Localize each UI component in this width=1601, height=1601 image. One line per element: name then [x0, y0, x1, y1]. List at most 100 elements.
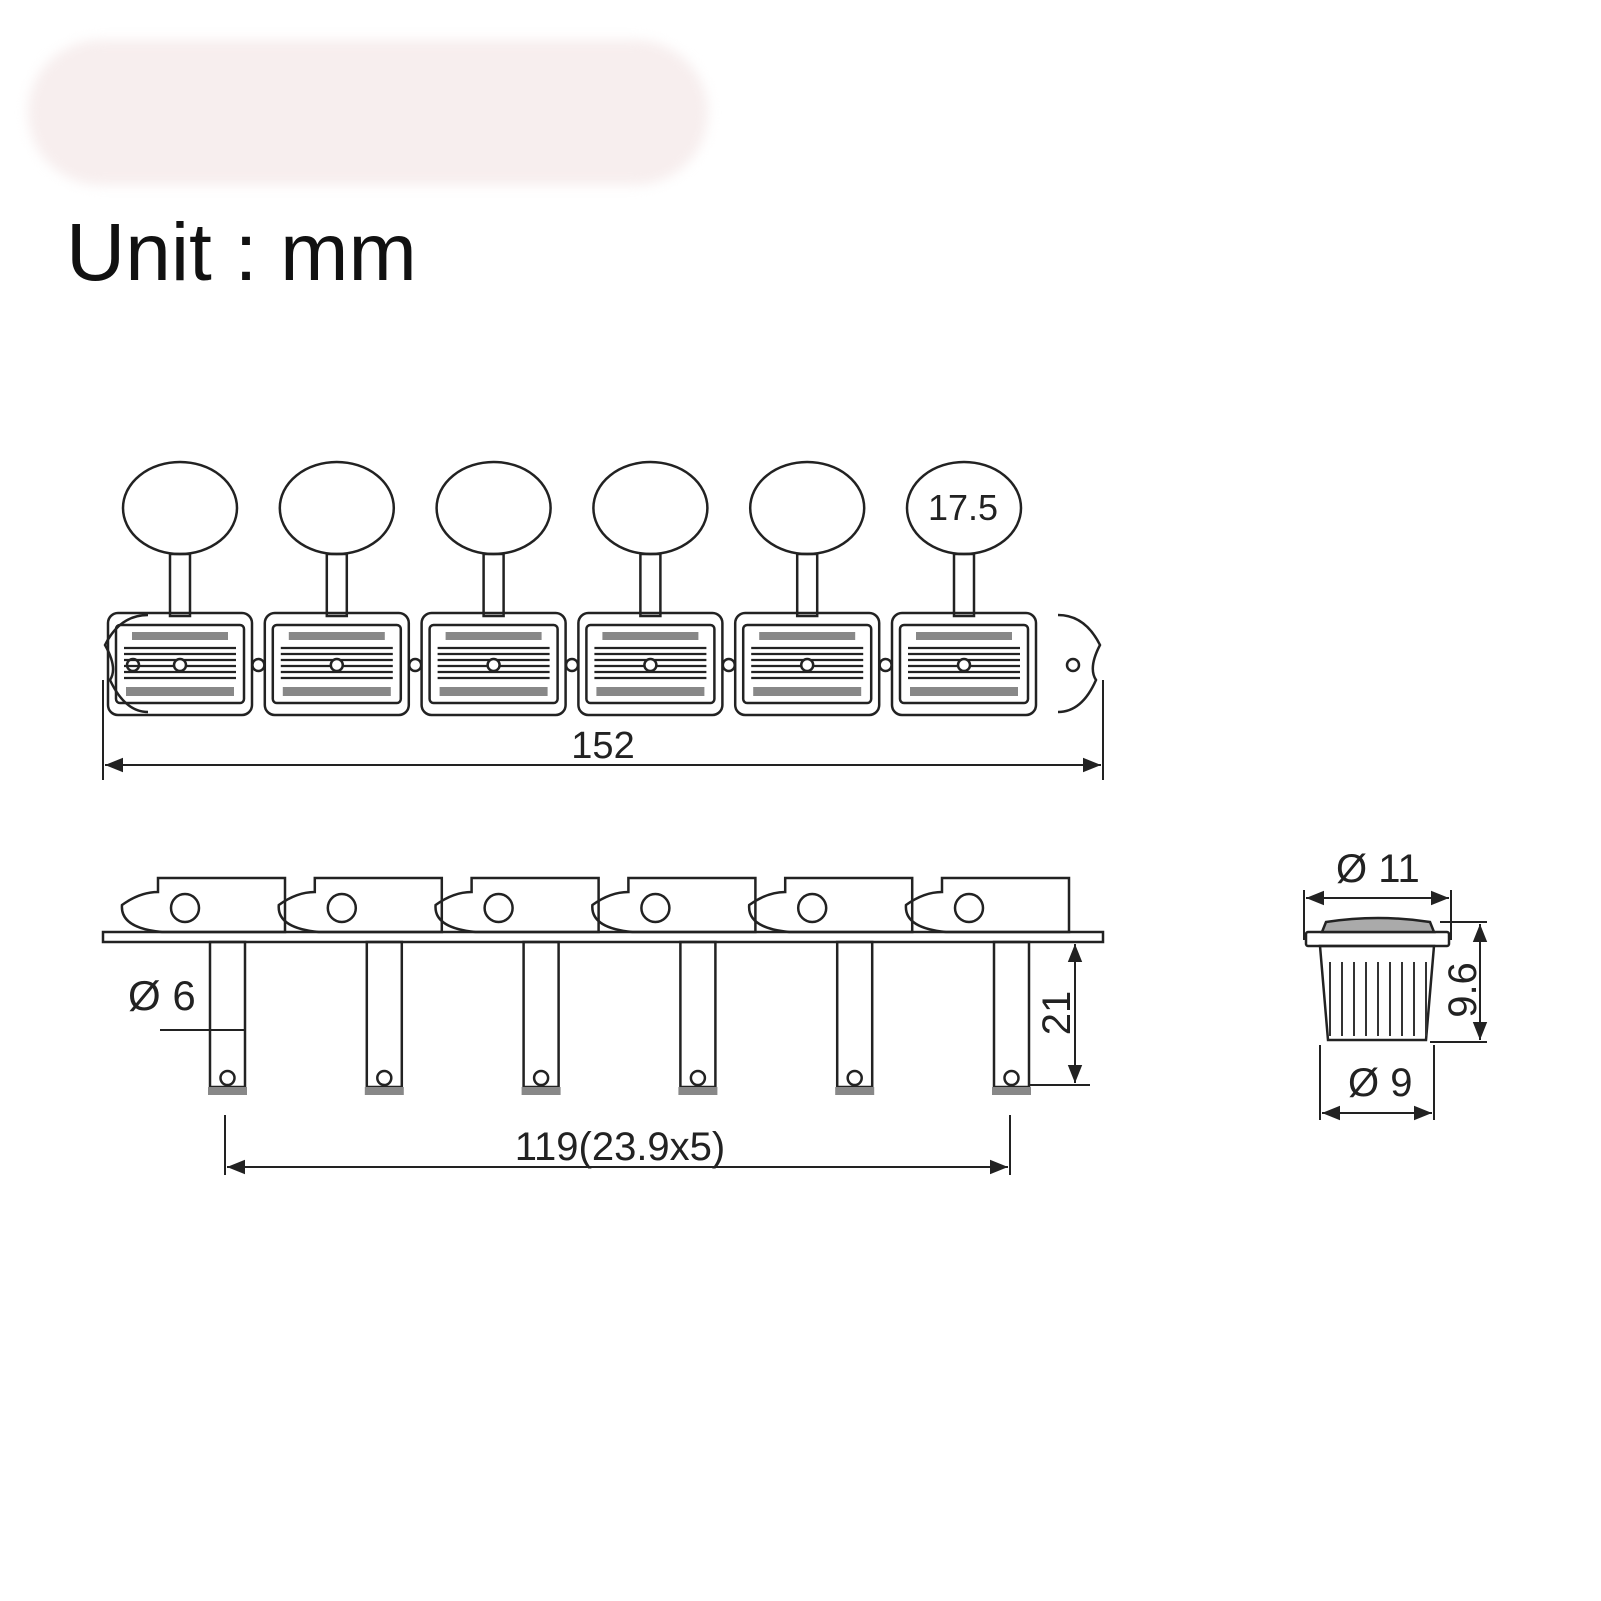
tuner-side	[277, 876, 444, 1095]
tuner-shaft	[482, 552, 505, 618]
post-tip	[208, 1087, 247, 1095]
tuner-plate	[898, 623, 1030, 705]
overall-width-label: 152	[571, 725, 634, 767]
tuner-post	[208, 940, 247, 1089]
tuner-plate	[585, 623, 716, 705]
bushing-height-label: 9.6	[1441, 962, 1485, 1018]
post-string-hole	[846, 1069, 863, 1087]
tuner-post	[992, 940, 1031, 1089]
tuner-button	[278, 460, 396, 556]
plate-engraving	[602, 632, 699, 640]
tuner-shaft	[952, 552, 976, 618]
tuner-side	[904, 876, 1071, 1095]
tuner-button	[121, 460, 239, 556]
bushing-flange-label: Ø 11	[1336, 847, 1420, 891]
plate-engraving	[288, 632, 385, 640]
tuner-gear-housing	[277, 876, 444, 934]
plate-engraving	[126, 687, 234, 696]
post-string-hole	[532, 1069, 550, 1087]
tuner-gear-housing	[434, 876, 600, 934]
post-spacing-label: 119(23.9x5)	[515, 1125, 726, 1169]
side-view	[101, 876, 1105, 1095]
plate-screw	[643, 657, 658, 673]
mounting-hole	[1065, 657, 1081, 673]
plate-engraving	[445, 632, 542, 640]
gear-screw	[796, 892, 828, 924]
plate-engraving	[753, 687, 862, 696]
blurred-watermark-banner	[28, 40, 708, 185]
right-end-tab	[1057, 613, 1102, 714]
tuner-shaft	[639, 552, 662, 618]
post-string-hole	[1003, 1069, 1020, 1087]
plate-screw	[172, 657, 188, 673]
tuner-shaft	[168, 552, 192, 618]
tuner-post	[679, 940, 717, 1089]
post-tip	[835, 1087, 875, 1095]
tuner-shaft	[325, 552, 349, 618]
plate-screw	[956, 657, 972, 673]
plate-engraving	[132, 632, 228, 640]
plate-screw	[486, 657, 501, 673]
plate-engraving	[282, 687, 391, 696]
plate-engraving	[596, 687, 705, 696]
tuner-shaft	[795, 552, 819, 618]
post-tip	[678, 1087, 718, 1095]
post-diameter-dimension	[160, 1025, 246, 1075]
tuner-post	[835, 940, 874, 1089]
unit-title: Unit : mm	[66, 207, 417, 298]
gear-screw	[483, 892, 514, 924]
tuner-plate	[271, 623, 403, 705]
tuner-button	[592, 460, 709, 556]
tuner-plate	[428, 623, 559, 705]
mounting-hole	[251, 657, 266, 673]
plate-engraving	[916, 632, 1012, 640]
button-size-label: 17.5	[928, 487, 998, 528]
post-diameter-label: Ø 6	[128, 972, 196, 1019]
mounting-hole	[407, 657, 423, 673]
tuner-side	[747, 876, 914, 1095]
tuner-front	[407, 460, 567, 717]
tuner-side	[120, 876, 287, 1095]
tuner-button	[748, 460, 866, 556]
plate-engraving	[759, 632, 856, 640]
post-string-hole	[689, 1069, 707, 1087]
post-tip	[992, 1087, 1031, 1095]
tuner-button	[435, 460, 552, 556]
tuner-front	[564, 460, 724, 717]
tuner-front	[721, 460, 881, 717]
post-tip	[521, 1087, 561, 1095]
tuner-gear-housing	[904, 876, 1071, 934]
gear-screw	[640, 892, 671, 924]
plate-screw	[329, 657, 345, 673]
post-height-dimension	[1030, 941, 1090, 1086]
post-tip	[364, 1087, 404, 1095]
tuner-gear-housing	[591, 876, 757, 934]
mounting-hole	[564, 657, 580, 673]
plate-engraving	[439, 687, 548, 696]
tuner-plate	[114, 623, 246, 705]
base-plate	[101, 930, 1105, 944]
tuner-side	[591, 876, 757, 1095]
bushing-diameter-label: Ø 9	[1348, 1061, 1412, 1105]
gear-screw	[326, 892, 358, 924]
tuner-front	[251, 460, 411, 717]
bushing-flange-dimension	[1303, 890, 1452, 940]
bushing-view	[1304, 916, 1451, 1042]
mounting-hole	[878, 657, 893, 673]
tuner-post	[522, 940, 560, 1089]
tuner-front	[106, 460, 254, 717]
overall-width-dimension	[102, 680, 1104, 780]
post-string-hole	[376, 1069, 393, 1087]
tuner-post	[365, 940, 404, 1089]
gear-screw	[169, 892, 201, 924]
plate-screw	[799, 657, 815, 673]
tuner-front	[878, 460, 1038, 717]
tuner-gear-housing	[747, 876, 914, 934]
post-string-hole	[219, 1069, 236, 1087]
gear-screw	[953, 892, 985, 924]
tuner-side	[434, 876, 600, 1095]
plate-engraving	[910, 687, 1018, 696]
tuner-gear-housing	[120, 876, 287, 934]
bushing-knurl	[1329, 962, 1427, 1036]
